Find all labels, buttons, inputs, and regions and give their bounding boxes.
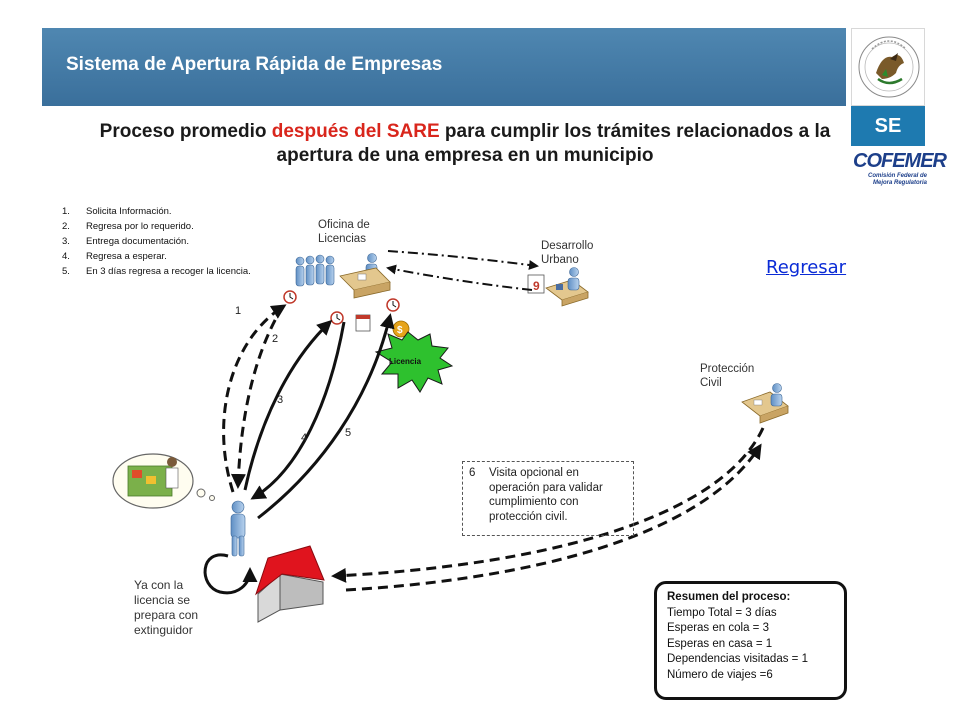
summary-title: Resumen del proceso:	[667, 591, 791, 603]
loop-arrow	[203, 553, 258, 595]
civil-protection-label: Protección Civil	[700, 363, 755, 389]
summary-line: Dependencias visitadas = 1	[667, 653, 808, 665]
arrow-step-3	[243, 319, 333, 491]
se-logo: SE	[851, 106, 925, 146]
clock-icon	[330, 311, 344, 325]
page-title: Proceso promedio después del SARE para c…	[90, 120, 840, 168]
summary-line: Número de viajes =6	[667, 668, 773, 681]
urban-development-label: Desarrollo Urbano	[541, 240, 594, 266]
note-number: 6	[469, 467, 476, 479]
mexico-seal-logo	[851, 28, 925, 106]
calendar-day: 9	[533, 279, 540, 293]
arrow-number: 3	[277, 394, 284, 406]
title-part-3: para cumplir los trámites relacionados a…	[276, 121, 831, 166]
app-title: Sistema de Apertura Rápida de Empresas	[66, 54, 443, 75]
cofemer-logo-text: COFEMER	[853, 150, 947, 172]
entrepreneur-label: Ya con la licencia se prepara con exting…	[134, 578, 199, 637]
svg-text:$: $	[397, 325, 403, 336]
house-icon	[255, 545, 325, 623]
arrow-to-civil-protection	[345, 443, 762, 592]
arrow-to-urban-development	[387, 250, 539, 270]
arrow-from-civil-protection	[331, 427, 765, 583]
arrow-number: 4	[301, 432, 308, 444]
arrow-step-4	[250, 321, 346, 500]
entrepreneur-person-icon	[230, 500, 246, 557]
header-banner: Sistema de Apertura Rápida de Empresas	[42, 28, 846, 106]
step-item: 4.Regresa a esperar.	[62, 251, 167, 262]
urban-development-office-icon: 9	[527, 267, 589, 307]
arrow-number: 5	[345, 427, 352, 439]
calendar-icon	[355, 314, 371, 332]
step-item: 3.Entrega documentación.	[62, 236, 189, 247]
arrow-from-urban-development	[386, 264, 533, 291]
thought-bubble-icon	[112, 453, 215, 509]
note-text: Visita opcional en operación para valida…	[489, 467, 603, 523]
licensing-office-icon	[295, 253, 391, 299]
license-badge-label: Licencia	[389, 357, 422, 366]
cofemer-logo: COFEMER Comisión Federal de Mejora Regul…	[851, 150, 947, 190]
eagle-seal-icon	[858, 36, 920, 98]
step-item: 5.En 3 días regresa a recoger la licenci…	[62, 266, 251, 277]
licensing-office-label: Oficina de Licencias	[318, 219, 370, 245]
civil-protection-office-icon	[741, 383, 789, 424]
arrow-number: 1	[235, 305, 242, 317]
clock-icon	[386, 298, 400, 312]
title-part-1: Proceso promedio	[99, 121, 272, 142]
clock-icon	[283, 290, 297, 304]
summary-line: Esperas en cola = 3	[667, 622, 769, 634]
optional-visit-note: 6 Visita opcional en operación para vali…	[462, 461, 634, 536]
regresar-link[interactable]: Regresar	[766, 257, 847, 278]
arrow-step-5	[257, 313, 395, 520]
summary-line: Esperas en casa = 1	[667, 637, 773, 650]
step-item: 2.Regresa por lo requerido.	[62, 221, 194, 232]
summary-line: Tiempo Total = 3 días	[667, 606, 777, 619]
title-highlight: después del SARE	[271, 121, 440, 142]
arrow-number: 2	[272, 333, 279, 345]
arrow-step-2	[230, 305, 285, 489]
process-summary: Resumen del proceso: Tiempo Total = 3 dí…	[654, 581, 847, 700]
cofemer-logo-subtitle: Comisión Federal de Mejora Regulatoria	[867, 173, 927, 186]
arrow-step-1	[222, 304, 287, 493]
license-badge-icon	[374, 331, 454, 393]
steps-list: 1.Solicita Información. 2.Regresa por lo…	[62, 204, 251, 279]
step-item: 1.Solicita Información.	[62, 206, 172, 217]
